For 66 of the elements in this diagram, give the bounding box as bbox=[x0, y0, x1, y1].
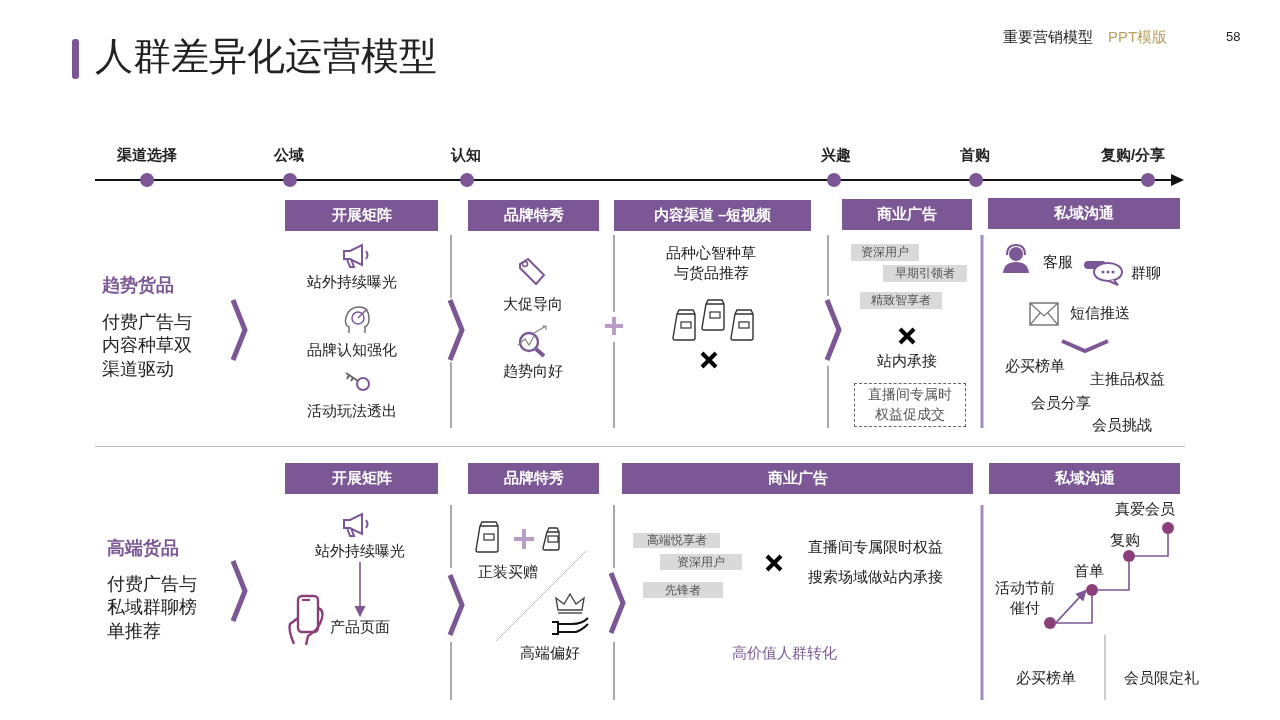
step-text: 产品页面 bbox=[322, 616, 398, 638]
step-label: 首单 bbox=[1074, 561, 1104, 581]
step-dot bbox=[1123, 550, 1135, 562]
row-description: 付费广告与私域群聊榜单推荐 bbox=[107, 573, 198, 643]
row-heading: 高端货品 bbox=[107, 537, 179, 560]
item-text: 品种心智种草与货品推荐 bbox=[665, 243, 757, 282]
row-description: 付费广告与内容种草双渠道驱动 bbox=[102, 311, 193, 381]
item-text: 站内承接 bbox=[876, 351, 938, 371]
item-text: 会员分享 bbox=[1031, 393, 1091, 413]
item-text: 活动玩法透出 bbox=[306, 401, 398, 421]
dashed-note-box: 直播间专属时权益促成交 bbox=[854, 383, 966, 427]
header-text: PPT模版 bbox=[1108, 27, 1168, 47]
stage-label: 公域 bbox=[272, 145, 305, 165]
header-band: 商业广告 bbox=[842, 199, 972, 230]
tag-label: 先锋者 bbox=[643, 582, 723, 598]
tag-label: 高端悦享者 bbox=[633, 533, 720, 548]
item-text: 搜索场域做站内承接 bbox=[808, 567, 943, 587]
step-label: 复购 bbox=[1110, 530, 1140, 550]
arrow bbox=[354, 561, 366, 618]
item-text: 高价值人群转化 bbox=[732, 643, 837, 663]
stage-label: 渠道选择 bbox=[116, 145, 178, 165]
header-band: 开展矩阵 bbox=[285, 463, 438, 494]
page-number: 58 bbox=[1226, 29, 1241, 46]
step-label: 真爱会员 bbox=[1115, 499, 1175, 519]
header-band: 私域沟通 bbox=[989, 463, 1180, 494]
header-band: 私域沟通 bbox=[988, 198, 1180, 229]
item-text: 客服 bbox=[1043, 252, 1073, 272]
row-heading: 趋势货品 bbox=[102, 274, 174, 297]
item-text: 站外持续曝光 bbox=[306, 272, 398, 292]
item-text: 品牌认知强化 bbox=[306, 340, 398, 360]
item-text: 必买榜单 bbox=[1005, 356, 1065, 376]
item-text: 群聊 bbox=[1131, 263, 1161, 283]
header-band: 内容渠道 –短视频 bbox=[614, 200, 811, 231]
item-text: 直播间专属限时权益 bbox=[808, 537, 943, 557]
arrow bbox=[1055, 589, 1087, 624]
item-text: 会员挑战 bbox=[1092, 415, 1152, 435]
connector-line bbox=[1134, 533, 1169, 557]
header-band: 开展矩阵 bbox=[285, 200, 438, 231]
tag-label: 早期引领者 bbox=[883, 265, 967, 282]
header-band: 品牌特秀 bbox=[468, 463, 599, 494]
stage-label: 首购 bbox=[959, 145, 991, 165]
item-text: 大促导向 bbox=[502, 294, 564, 314]
header-band: 商业广告 bbox=[622, 463, 973, 494]
header-band: 品牌特秀 bbox=[468, 200, 599, 231]
step-label: 活动节前催付 bbox=[994, 578, 1056, 617]
item-text: 主推品权益 bbox=[1090, 369, 1165, 389]
item-text: 趋势向好 bbox=[502, 361, 564, 381]
item-text: 会员限定礼 bbox=[1124, 668, 1199, 688]
stage-label: 复购/分享 bbox=[1099, 145, 1167, 165]
stage-label: 兴趣 bbox=[820, 145, 852, 165]
header-text: 重要营销模型 bbox=[1003, 27, 1093, 47]
item-text: 短信推送 bbox=[1070, 303, 1130, 323]
tag-label: 精致智享者 bbox=[860, 292, 942, 309]
item-text: 必买榜单 bbox=[1016, 668, 1076, 688]
step-text: 站外持续曝光 bbox=[302, 540, 418, 562]
connector-line bbox=[1097, 561, 1130, 591]
item-text: 高端偏好 bbox=[520, 643, 580, 663]
step-dot bbox=[1162, 522, 1174, 534]
tag-label: 资深用户 bbox=[660, 554, 742, 570]
step-dot bbox=[1086, 584, 1098, 596]
slide-title: 人群差异化运营模型 bbox=[95, 34, 437, 79]
tag-label: 资深用户 bbox=[851, 244, 919, 261]
item-text: 正装买赠 bbox=[478, 562, 538, 582]
stage-label: 认知 bbox=[449, 145, 482, 165]
step-dot bbox=[1044, 617, 1056, 629]
connector-line bbox=[1055, 595, 1093, 624]
